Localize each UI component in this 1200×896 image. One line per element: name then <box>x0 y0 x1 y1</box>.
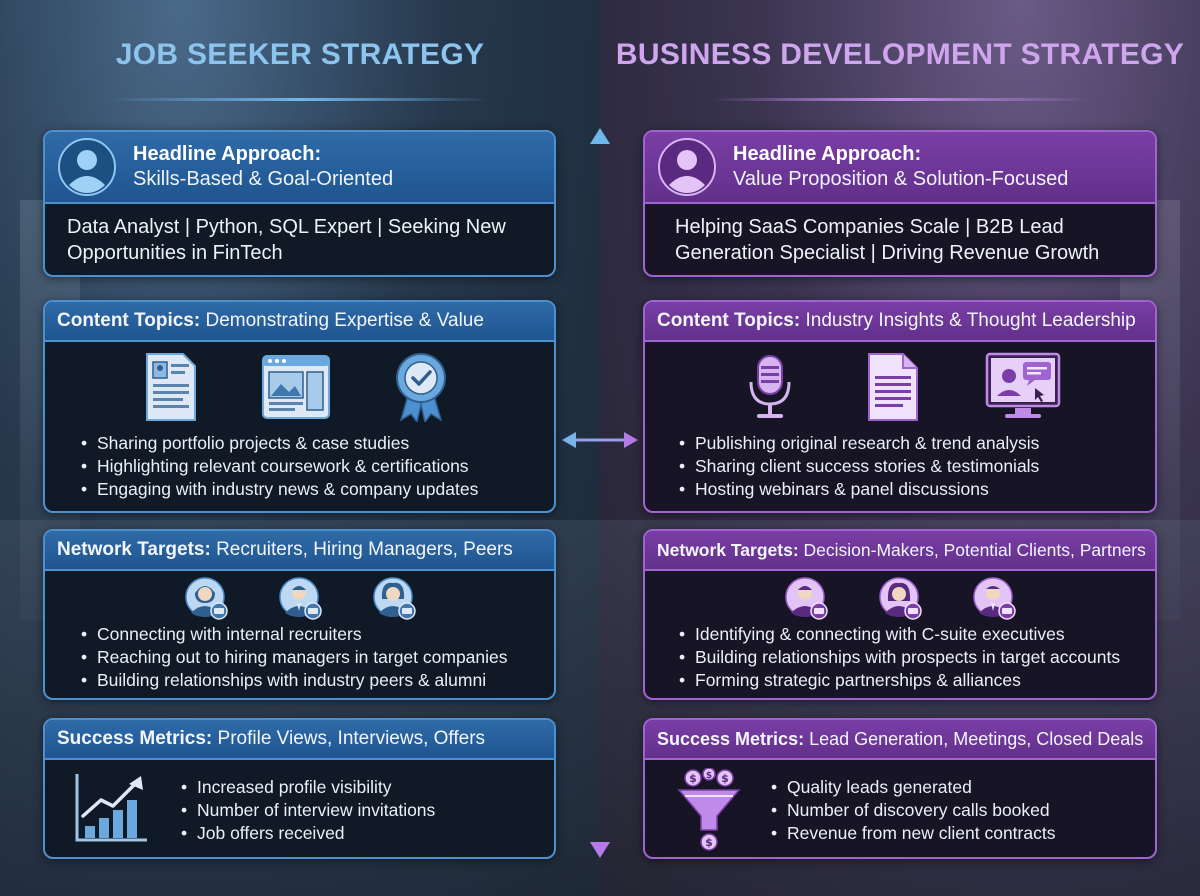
headline-approach-label: Headline Approach: <box>733 143 922 165</box>
content-icons-row <box>141 352 451 422</box>
horizontal-double-arrow <box>562 432 638 448</box>
content-card-header: Content Topics: Demonstrating Expertise … <box>45 302 554 342</box>
job-seeker-metrics-card: Success Metrics: Profile Views, Intervie… <box>43 718 556 859</box>
list-item: Reaching out to hiring managers in targe… <box>79 646 508 669</box>
job-seeker-network-card: Network Targets: Recruiters, Hiring Mana… <box>43 529 556 700</box>
list-item: Publishing original research & trend ana… <box>677 432 1039 455</box>
list-item: Sharing portfolio projects & case studie… <box>79 432 478 455</box>
hiring-manager-avatar-icon <box>279 577 322 620</box>
portfolio-window-icon <box>262 355 330 419</box>
content-topics-value: Demonstrating Expertise & Value <box>205 310 484 331</box>
decision-maker-avatar-icon <box>785 577 828 620</box>
list-item: Identifying & connecting with C-suite ex… <box>677 623 1120 646</box>
list-item: Building relationships with prospects in… <box>677 646 1120 669</box>
list-item: Sharing client success stories & testimo… <box>677 455 1039 478</box>
peer-avatar-icon <box>373 577 416 620</box>
list-item: Building relationships with industry pee… <box>79 669 508 692</box>
list-item: Hosting webinars & panel discussions <box>677 478 1039 501</box>
sales-funnel-icon: $ $ $ $ <box>677 768 741 851</box>
success-metrics-value: Lead Generation, Meetings, Closed Deals <box>809 728 1144 749</box>
job-seeker-title-underline <box>110 98 490 101</box>
network-icons-row <box>785 577 1017 621</box>
list-item: Connecting with internal recruiters <box>79 623 508 646</box>
headline-approach-value: Skills-Based & Goal-Oriented <box>133 168 394 190</box>
network-icons-row <box>185 577 417 621</box>
svg-text:$: $ <box>721 772 729 785</box>
content-icons-row <box>745 352 1061 422</box>
success-metrics-list: Quality leads generated Number of discov… <box>769 776 1055 845</box>
svg-text:$: $ <box>706 771 712 781</box>
svg-text:$: $ <box>705 836 713 849</box>
list-item: Revenue from new client contracts <box>769 822 1055 845</box>
webinar-monitor-icon <box>985 352 1061 418</box>
business-content-card: Content Topics: Industry Insights & Thou… <box>643 300 1157 513</box>
network-targets-list: Connecting with internal recruiters Reac… <box>79 623 508 692</box>
list-item: Quality leads generated <box>769 776 1055 799</box>
success-metrics-label: Success Metrics: <box>57 728 213 749</box>
list-item: Increased profile visibility <box>179 776 435 799</box>
microphone-icon <box>749 355 791 418</box>
job-seeker-headline-card: Headline Approach: Skills-Based & Goal-O… <box>43 130 556 277</box>
success-metrics-label: Success Metrics: <box>657 728 805 749</box>
headline-approach-label: Headline Approach: <box>133 143 322 165</box>
resume-icon <box>146 353 196 421</box>
job-seeker-content-card: Content Topics: Demonstrating Expertise … <box>43 300 556 513</box>
growth-chart-icon <box>75 774 147 842</box>
client-avatar-icon <box>879 577 922 620</box>
list-item: Number of discovery calls booked <box>769 799 1055 822</box>
user-profile-icon <box>58 138 116 196</box>
headline-approach-value: Value Proposition & Solution-Focused <box>733 168 1069 190</box>
content-topics-list: Publishing original research & trend ana… <box>677 432 1039 501</box>
svg-text:$: $ <box>689 772 697 785</box>
success-metrics-value: Profile Views, Interviews, Offers <box>217 728 486 749</box>
job-seeker-title: JOB SEEKER STRATEGY <box>115 38 485 71</box>
business-headline-card: Headline Approach: Value Proposition & S… <box>643 130 1157 277</box>
metrics-card-header: Success Metrics: Lead Generation, Meetin… <box>645 720 1155 760</box>
network-targets-label: Network Targets: <box>657 539 799 560</box>
business-development-title-underline <box>710 98 1090 101</box>
network-targets-list: Identifying & connecting with C-suite ex… <box>677 623 1120 692</box>
partner-avatar-icon <box>973 577 1016 620</box>
headline-example: Data Analyst | Python, SQL Expert | Seek… <box>67 216 506 264</box>
document-icon <box>868 353 918 421</box>
business-network-card: Network Targets: Decision-Makers, Potent… <box>643 529 1157 700</box>
network-card-header: Network Targets: Decision-Makers, Potent… <box>645 531 1155 571</box>
business-metrics-card: Success Metrics: Lead Generation, Meetin… <box>643 718 1157 859</box>
content-topics-label: Content Topics: <box>657 310 801 331</box>
network-targets-value: Recruiters, Hiring Managers, Peers <box>216 539 513 560</box>
certification-badge-icon <box>396 353 446 422</box>
content-card-header: Content Topics: Industry Insights & Thou… <box>645 302 1155 342</box>
content-topics-list: Sharing portfolio projects & case studie… <box>79 432 478 501</box>
list-item: Engaging with industry news & company up… <box>79 478 478 501</box>
success-metrics-list: Increased profile visibility Number of i… <box>179 776 435 845</box>
user-profile-icon <box>658 138 716 196</box>
headline-card-header: Headline Approach: Value Proposition & S… <box>645 132 1155 204</box>
recruiter-avatar-icon <box>185 577 228 620</box>
list-item: Forming strategic partnerships & allianc… <box>677 669 1120 692</box>
network-targets-label: Network Targets: <box>57 539 211 560</box>
headline-card-header: Headline Approach: Skills-Based & Goal-O… <box>45 132 554 204</box>
business-development-title: BUSINESS DEVELOPMENT STRATEGY <box>615 38 1185 71</box>
metrics-card-header: Success Metrics: Profile Views, Intervie… <box>45 720 554 760</box>
list-item: Job offers received <box>179 822 435 845</box>
list-item: Highlighting relevant coursework & certi… <box>79 455 478 478</box>
network-card-header: Network Targets: Recruiters, Hiring Mana… <box>45 531 554 571</box>
content-topics-label: Content Topics: <box>57 310 201 331</box>
list-item: Number of interview invitations <box>179 799 435 822</box>
headline-example: Helping SaaS Companies Scale | B2B Lead … <box>675 216 1100 264</box>
content-topics-value: Industry Insights & Thought Leadership <box>805 310 1136 331</box>
network-targets-value: Decision-Makers, Potential Clients, Part… <box>803 539 1146 560</box>
vertical-double-arrow <box>590 128 610 858</box>
